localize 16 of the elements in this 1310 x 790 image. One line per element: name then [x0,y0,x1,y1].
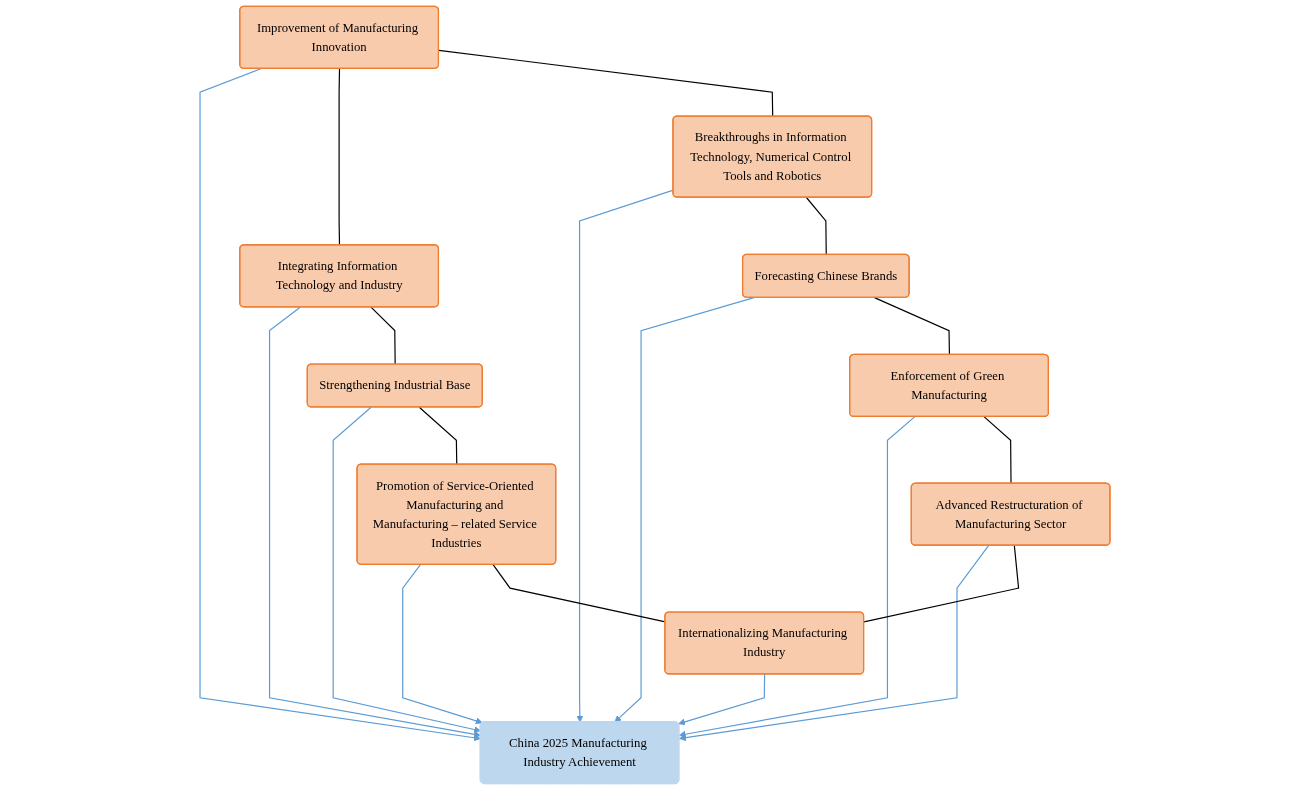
connector [438,49,774,118]
arrow [679,545,990,742]
connector [338,68,341,246]
arrow [402,564,483,725]
connector [370,306,396,365]
arrow [614,297,755,723]
connector [873,297,951,356]
connector [983,416,1012,485]
connector [418,406,458,466]
connector [805,196,827,256]
arrow [332,406,481,733]
arrow [199,68,481,742]
arrow [268,306,481,738]
arrow [679,416,916,738]
connector [863,545,1020,623]
arrow [678,673,766,726]
